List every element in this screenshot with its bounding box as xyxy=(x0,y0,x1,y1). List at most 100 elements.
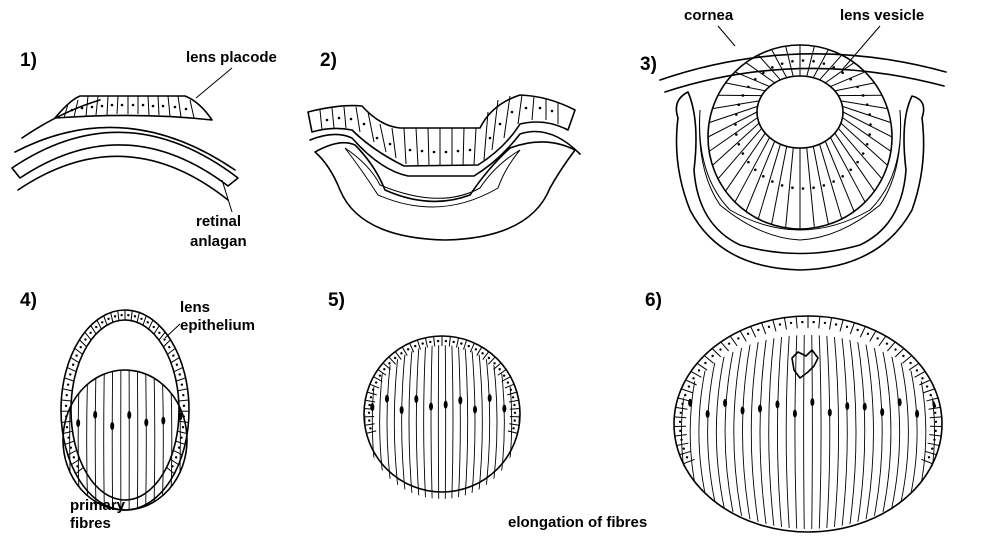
epithelial-nucleus xyxy=(460,342,462,344)
epithelial-cell-wall xyxy=(176,378,185,381)
epithelial-nucleus xyxy=(757,329,759,331)
lens-fibre xyxy=(504,342,512,502)
epithelial-nucleus xyxy=(375,381,377,383)
fibre-nucleus xyxy=(127,411,131,419)
vesicle-nucleus xyxy=(832,66,835,69)
epithelial-cell-wall xyxy=(143,316,146,325)
epithelial-nucleus xyxy=(414,345,416,347)
epithelial-nucleus xyxy=(481,352,483,354)
epithelial-cell-wall xyxy=(417,340,420,349)
epithelial-cell-wall xyxy=(508,431,518,433)
epithelial-cell-wall xyxy=(784,318,786,330)
epithelial-cell-wall xyxy=(449,336,450,346)
stage-6-elongated-fibres: 6) xyxy=(645,290,961,532)
epithelial-cell-wall xyxy=(860,326,865,337)
epithelial-nucleus xyxy=(163,338,165,340)
lens-fibre xyxy=(387,342,393,502)
epithelial-nucleus xyxy=(114,315,116,317)
epithelial-cell-wall xyxy=(68,450,77,454)
fibre-nucleus xyxy=(723,399,727,407)
epithelial-nucleus xyxy=(429,341,431,343)
vesicle-nucleus xyxy=(791,60,794,63)
epithelial-cell-wall xyxy=(915,371,925,377)
epithelial-cell-wall xyxy=(680,451,692,454)
fibre-nucleus xyxy=(845,402,849,410)
epithelial-nucleus xyxy=(153,326,155,328)
epithelial-nucleus xyxy=(824,322,826,324)
label-anlagan: anlagan xyxy=(190,233,247,250)
epithelial-cell-wall xyxy=(796,316,797,328)
lens-fibre xyxy=(162,368,163,512)
ectoderm-outer-line xyxy=(22,100,100,138)
lens-fibre xyxy=(827,332,830,532)
vesicle-nucleus xyxy=(771,66,774,69)
lens-vesicle-cells xyxy=(708,45,892,229)
fibre-nucleus xyxy=(775,400,779,408)
lens-fibre xyxy=(170,368,171,512)
epithelial-cell-wall xyxy=(686,380,697,385)
epithelial-nucleus xyxy=(168,346,170,348)
epithelial-cell-wall xyxy=(173,450,182,454)
epithelial-nucleus xyxy=(84,338,86,340)
epithelial-nucleus xyxy=(369,427,371,429)
ectoderm-line-2 xyxy=(310,132,580,177)
cornea-inner xyxy=(665,68,944,92)
epithelial-cell-wall xyxy=(509,400,519,402)
epithelial-nucleus xyxy=(179,373,181,375)
vesicle-cell-wall xyxy=(772,50,787,78)
epithelial-cell-wall xyxy=(477,347,482,356)
epithelial-cell-wall xyxy=(463,340,466,349)
vesicle-cell-wall xyxy=(718,128,762,178)
epithelial-cell-wall xyxy=(366,431,376,433)
fibre-nucleus xyxy=(110,422,114,430)
epithelial-cell-wall xyxy=(507,392,517,395)
fibre-nucleus xyxy=(758,405,762,413)
epithelial-nucleus xyxy=(176,364,178,366)
optic-cup xyxy=(315,142,575,240)
epithelial-cell-wall xyxy=(410,343,414,352)
epithelial-nucleus xyxy=(835,323,837,325)
epithelial-nucleus xyxy=(493,362,495,364)
fibre-nucleus xyxy=(502,405,506,413)
epithelial-cell-wall xyxy=(149,320,153,329)
vesicle-cell-wall xyxy=(772,146,787,224)
vesicle-nucleus xyxy=(754,168,757,171)
epithelial-nucleus xyxy=(120,314,122,316)
epithelial-nucleus xyxy=(368,419,370,421)
vesicle-cell-wall xyxy=(835,83,875,91)
epithelial-cell-wall xyxy=(691,371,701,377)
vesicle-cell-wall xyxy=(842,106,890,122)
lens-fibre xyxy=(465,342,468,502)
vesicle-nucleus xyxy=(868,113,871,116)
vesicle-nucleus xyxy=(849,78,852,81)
label-lens-vesicle: lens vesicle xyxy=(840,7,924,24)
epithelial-nucleus xyxy=(931,447,933,449)
vesicle-nucleus xyxy=(781,184,784,187)
stage-4-primary-fibres: 4) lens epithelium primary fibres xyxy=(20,290,255,532)
lens-fibre xyxy=(358,342,367,502)
epithelial-nucleus xyxy=(514,412,516,414)
epithelial-cell-wall xyxy=(930,417,942,418)
epithelial-nucleus xyxy=(894,348,896,350)
lens-6-fibres xyxy=(653,332,961,532)
lens-fibre xyxy=(416,342,419,502)
epithelial-nucleus xyxy=(181,383,183,385)
lens-fibre xyxy=(871,332,882,532)
lens-fibre xyxy=(819,332,821,532)
epithelial-nucleus xyxy=(407,348,409,350)
lens-fibre xyxy=(751,332,759,532)
vesicle-cell-wall xyxy=(838,128,882,178)
epithelial-cell-wall xyxy=(137,313,139,323)
epithelial-cell-wall xyxy=(97,320,101,329)
vesicle-nucleus xyxy=(812,60,815,63)
fibre-nucleus xyxy=(688,399,692,407)
fibre-nucleus xyxy=(178,412,182,420)
lens-fibre xyxy=(78,368,79,512)
pointer-lens-placode xyxy=(196,68,232,98)
epithelial-nucleus xyxy=(67,383,69,385)
lens-fibre xyxy=(431,342,432,502)
pointer-cornea xyxy=(718,26,735,46)
stage-2-number: 2) xyxy=(320,50,337,71)
epithelial-cell-wall xyxy=(928,443,940,445)
